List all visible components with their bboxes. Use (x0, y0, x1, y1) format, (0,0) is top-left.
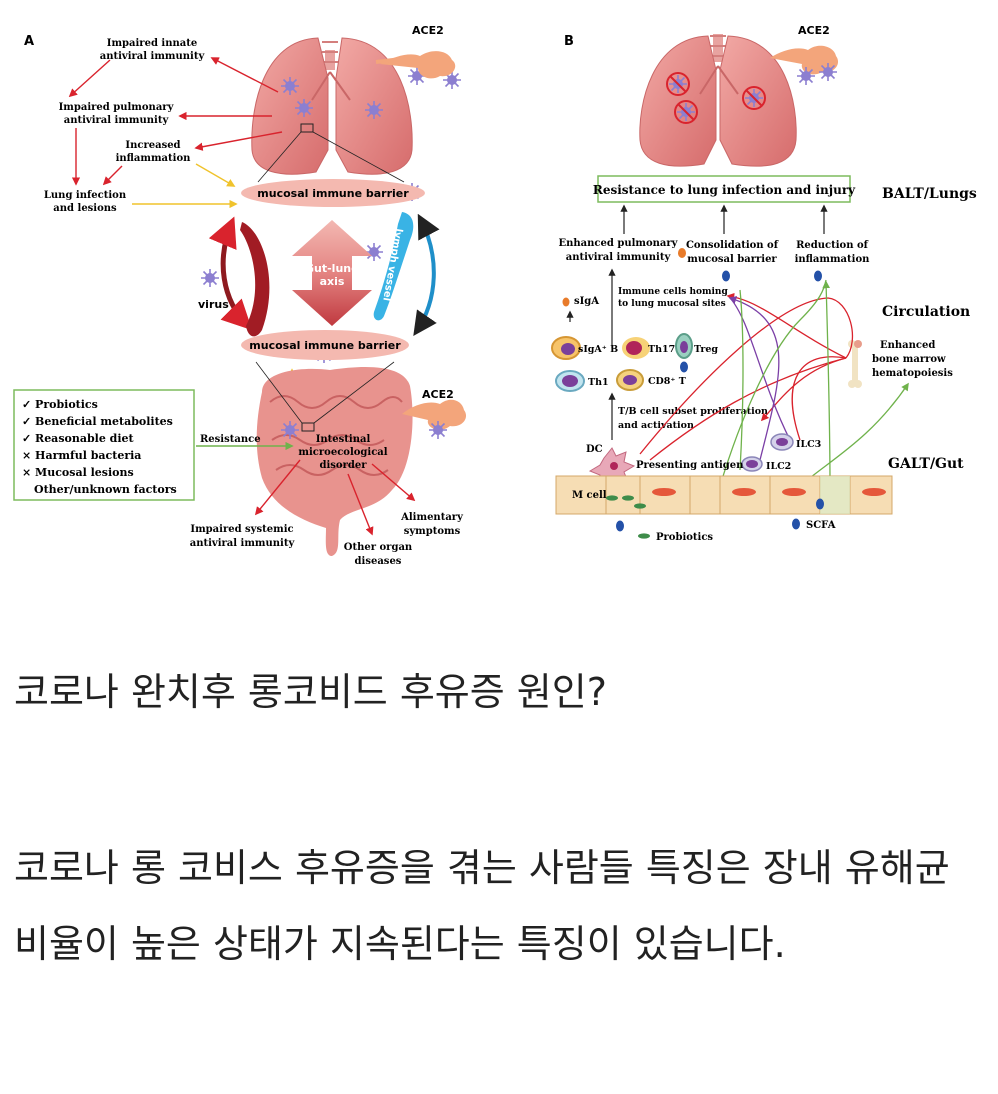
gut-epithelium (555, 475, 893, 515)
virus-blocked-icons (666, 72, 766, 124)
resistance-label: Resistance (200, 434, 261, 445)
mcell-label: M cell (572, 490, 607, 501)
ilc2-label: ILC2 (766, 461, 791, 472)
panel-b-up-arrows (566, 204, 828, 440)
panel-a-label: A (24, 34, 34, 49)
circulation-curves (639, 279, 909, 487)
scfa-label: SCFA (806, 520, 836, 531)
circulation-label: Circulation (882, 304, 970, 320)
ace2-label-gut: ACE2 (422, 388, 454, 401)
ace2-label-b: ACE2 (798, 24, 830, 37)
intestine-illustration (255, 361, 413, 556)
panel-a-bottom-arrows (254, 459, 416, 536)
post-heading: 코로나 완치후 롱코비드 후유증 원인? (14, 670, 607, 714)
ace2-receptor-a (375, 51, 456, 79)
ilc3-label: ILC3 (796, 439, 821, 450)
ace2-label-a: ACE2 (412, 24, 444, 37)
th1-label: Th1 (588, 377, 609, 388)
mucosal-barrier-bottom-label: mucosal immune barrier (249, 339, 401, 352)
gut-lung-axis-arrow (292, 220, 372, 326)
ilc-cells (741, 433, 794, 472)
treg-label: Treg (694, 344, 718, 355)
dc-label: DC (586, 444, 603, 455)
probiotics-label: Probiotics (656, 532, 713, 543)
siga-label: sIgA (574, 296, 599, 307)
blood-vessel (240, 222, 270, 337)
ace2-receptor-gut (402, 399, 467, 430)
lymph-arrow (413, 213, 440, 336)
mucosal-barrier-bottom (241, 330, 409, 360)
lungs-illustration-b (639, 34, 797, 167)
panel-a-top-arrows (68, 57, 283, 209)
mucosal-barrier-top (241, 179, 425, 207)
resistance-box (597, 175, 851, 203)
sigab-label: sIgA⁺ B (578, 344, 618, 355)
ace2-receptor-b (770, 45, 839, 75)
factors-box (13, 389, 195, 501)
th17-label: Th17 (648, 344, 675, 355)
cd8-label: CD8⁺ T (648, 376, 686, 387)
resistance-box-label: Resistance to lung infection and injury (593, 183, 856, 197)
panel-b: B ACE2 Resistance to lung infection and … (551, 24, 977, 543)
post-body-text: 코로나 롱 코비스 후유증을 겪는 사람들 특징은 장내 유해균 비율이 높은 … (14, 846, 950, 966)
panel-b-label: B (564, 34, 574, 49)
lymph-vessel (373, 212, 414, 321)
virus-label: virus (198, 298, 229, 311)
balt-label: BALT/Lungs (882, 186, 977, 202)
factors-list: ✓ Probiotics ✓ Beneficial metabolites ✓ … (22, 398, 177, 496)
galt-label: GALT/Gut (888, 456, 964, 472)
presenting-label: Presenting antigen (636, 460, 744, 471)
immune-cells (551, 333, 693, 392)
mucosal-barrier-top-label: mucosal immune barrier (257, 187, 409, 200)
bone-icon (848, 340, 862, 388)
blood-arrow (208, 216, 253, 331)
